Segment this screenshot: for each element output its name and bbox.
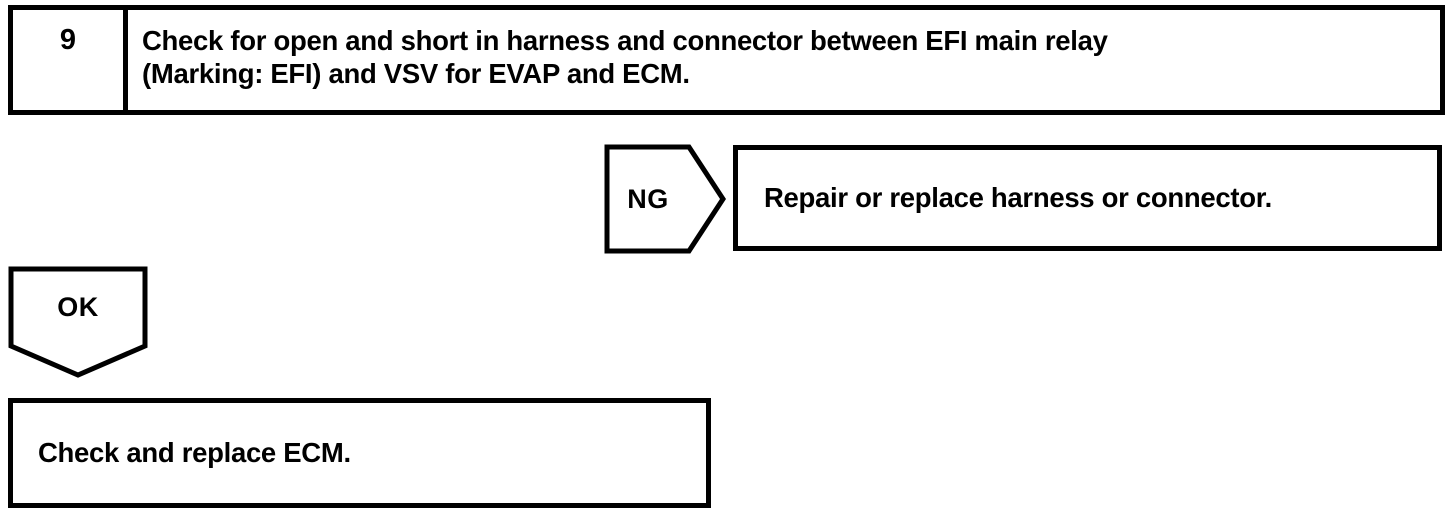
ok-action-text: Check and replace ECM.: [38, 437, 351, 468]
ng-action-text: Repair or replace harness or connector.: [764, 182, 1272, 213]
step-instruction-line-2: (Marking: EFI) and VSV for EVAP and ECM.: [142, 58, 690, 89]
ng-action-box: Repair or replace harness or connector.: [733, 145, 1442, 251]
ng-branch-tag: NG: [604, 144, 726, 254]
step-number: 9: [13, 10, 128, 110]
ok-action-box: Check and replace ECM.: [8, 398, 711, 508]
ng-label: NG: [627, 183, 669, 214]
ng-pentagon-right-arrow-icon: [604, 144, 726, 254]
ok-branch-tag: OK: [8, 266, 148, 378]
step-box: 9 Check for open and short in harness an…: [8, 5, 1445, 115]
ok-label: OK: [57, 291, 99, 322]
step-instruction-line-1: Check for open and short in harness and …: [142, 25, 1108, 56]
ok-pentagon-down-arrow-icon: [8, 266, 148, 378]
step-instruction: Check for open and short in harness and …: [128, 10, 1116, 110]
